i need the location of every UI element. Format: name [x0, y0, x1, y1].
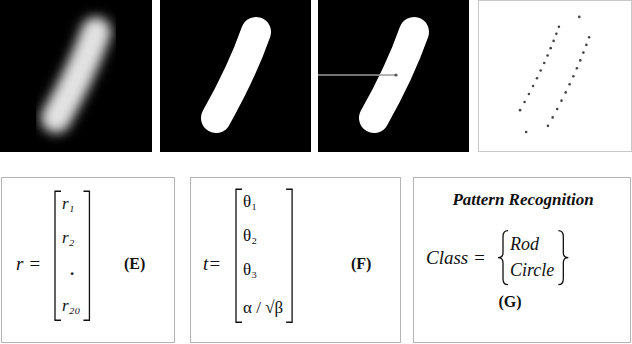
text-slot: θ₁ — [243, 192, 257, 212]
text-slot: t= — [203, 253, 221, 275]
square-bracket — [236, 189, 242, 322]
vector-entry: θ₂ — [243, 226, 257, 245]
contour-point — [555, 32, 558, 35]
contour-point — [539, 69, 542, 72]
vector-entry: r₂₀ — [62, 296, 80, 315]
contour-point — [551, 116, 554, 119]
text-slot: θ₂ — [243, 226, 257, 246]
panel-tag: (G) — [498, 293, 521, 310]
classifier-box: Pattern RecognitionClass = RodCircle (G) — [413, 177, 631, 343]
contour-point — [552, 40, 555, 43]
text-slot: Class = — [426, 247, 486, 269]
contour-point — [532, 85, 535, 88]
contour-point — [558, 25, 561, 28]
panel-tag: (F) — [351, 255, 371, 272]
centroid-image — [318, 0, 469, 152]
feature-vector-box: t= θ₁ θ₂ θ₃ α / √β (F) — [190, 177, 401, 343]
contour-point — [578, 16, 581, 19]
class-option: Circle — [510, 260, 554, 280]
curly-brace — [558, 231, 568, 285]
vector-entry: α / √β — [243, 298, 283, 317]
vector-name: r = — [16, 253, 41, 274]
square-bracket — [286, 189, 292, 322]
contour-point — [572, 75, 575, 78]
contour-point — [556, 108, 559, 111]
text-slot: . — [70, 260, 74, 280]
contour-point — [549, 47, 552, 50]
text-slot: (G) — [498, 293, 521, 311]
contour-point — [560, 99, 563, 102]
text-slot: Rod — [510, 234, 539, 255]
text-slot: α / √β — [243, 298, 283, 318]
vector-name: t= — [203, 253, 221, 274]
text-slot: Circle — [510, 260, 554, 281]
contour-point — [546, 54, 549, 57]
text-slot: θ₃ — [243, 260, 257, 280]
contour-point — [588, 36, 591, 39]
contour-point — [564, 91, 567, 94]
square-bracket — [55, 191, 61, 320]
feature-vector-box: r = r₁ r₂. r₂₀ (E) — [1, 177, 175, 343]
binary-image — [160, 0, 311, 152]
contour-point — [585, 44, 588, 47]
vector-entry: . — [70, 260, 74, 279]
square-bracket — [83, 191, 89, 320]
panel-tag: (E) — [124, 255, 145, 272]
class-label: Class = — [426, 247, 486, 268]
contour-point — [547, 125, 550, 128]
contour-point — [536, 77, 539, 80]
contour-point — [568, 83, 571, 86]
text-slot: (F) — [351, 255, 371, 273]
text-slot: (E) — [124, 255, 145, 273]
contour-image — [479, 1, 632, 152]
vector-entry: r₂ — [62, 228, 75, 247]
contour-point — [523, 101, 526, 104]
text-slot: r = — [16, 253, 41, 275]
curly-brace — [498, 231, 508, 285]
contour-point — [576, 67, 579, 70]
vector-entry: r₁ — [62, 194, 75, 213]
class-option: Rod — [510, 234, 539, 254]
panel-heading: Pattern Recognition — [452, 190, 593, 209]
contour-point — [528, 93, 531, 96]
contour-point — [525, 131, 528, 134]
raw-image — [0, 0, 152, 152]
text-slot: r₂₀ — [62, 296, 80, 316]
contour-point — [582, 51, 585, 54]
text-slot: r₂ — [62, 228, 75, 248]
vector-entry: θ₃ — [243, 260, 257, 279]
contour-point — [519, 109, 522, 112]
contour-point — [579, 59, 582, 62]
vector-entry: θ₁ — [243, 192, 257, 211]
contour-point — [543, 62, 546, 65]
text-slot: r₁ — [62, 194, 75, 214]
text-slot: Pattern Recognition — [452, 190, 593, 210]
